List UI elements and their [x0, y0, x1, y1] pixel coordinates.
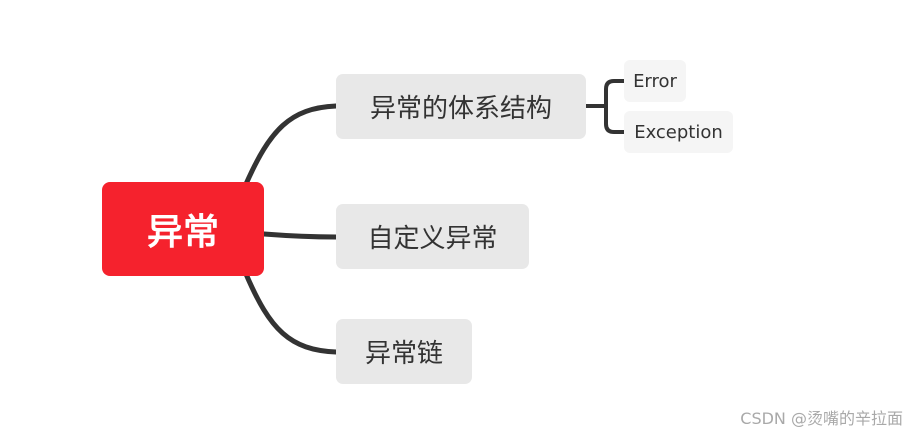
branch-topic-hierarchy[interactable]: 异常的体系结构: [336, 74, 586, 139]
connector-bracket: [604, 79, 626, 134]
leaf-topic-label: Exception: [634, 121, 723, 143]
leaf-topic-exception[interactable]: Exception: [624, 111, 733, 153]
root-topic-label: 异常: [146, 212, 219, 253]
connector-root-to-branch-2: [261, 231, 339, 240]
root-topic[interactable]: 异常: [102, 182, 264, 276]
connector-root-to-branch-1: [243, 103, 339, 187]
branch-topic-label: 异常的体系结构: [369, 94, 552, 124]
branch-topic-exception-chain[interactable]: 异常链: [336, 319, 472, 384]
branch-topic-label: 自定义异常: [367, 224, 498, 254]
watermark-text: CSDN @烫嘴的辛拉面: [740, 409, 903, 428]
leaf-topic-label: Error: [633, 70, 677, 92]
branch-topic-label: 异常链: [364, 339, 443, 369]
connector-root-to-branch-3: [243, 271, 339, 355]
branch-topic-custom-exception[interactable]: 自定义异常: [336, 204, 529, 269]
leaf-topic-error[interactable]: Error: [624, 60, 686, 102]
